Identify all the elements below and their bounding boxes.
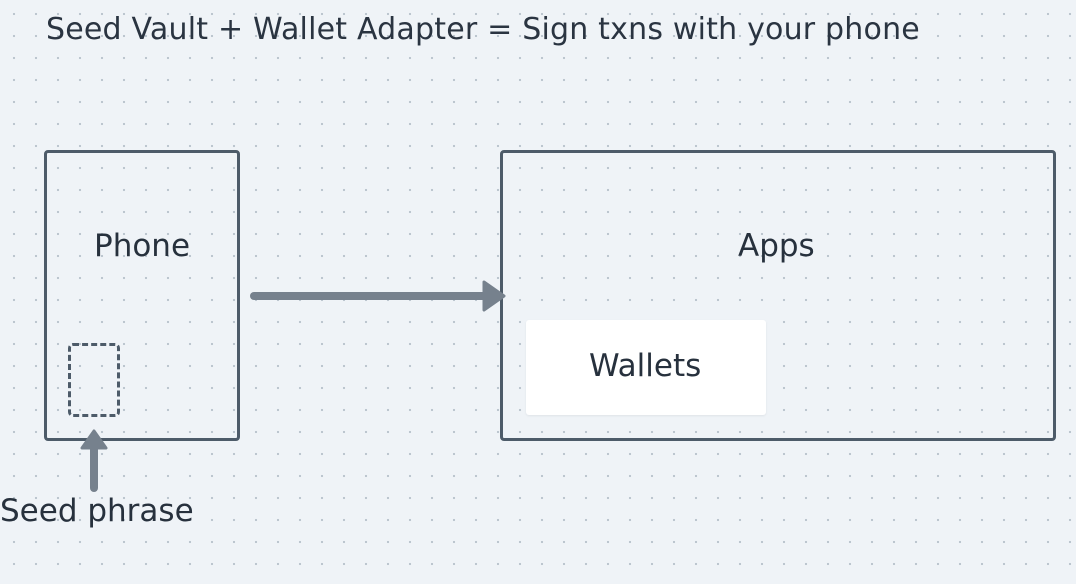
- wallets-label: Wallets: [589, 348, 702, 384]
- seed-storage-slot[interactable]: [68, 343, 120, 417]
- phone-box[interactable]: [44, 150, 240, 441]
- wallets-card[interactable]: [526, 320, 766, 415]
- seed-phrase-label: Seed phrase: [0, 493, 194, 529]
- diagram-title: Seed Vault + Wallet Adapter = Sign txns …: [46, 12, 920, 47]
- phone-label: Phone: [94, 228, 191, 264]
- apps-label: Apps: [738, 228, 815, 264]
